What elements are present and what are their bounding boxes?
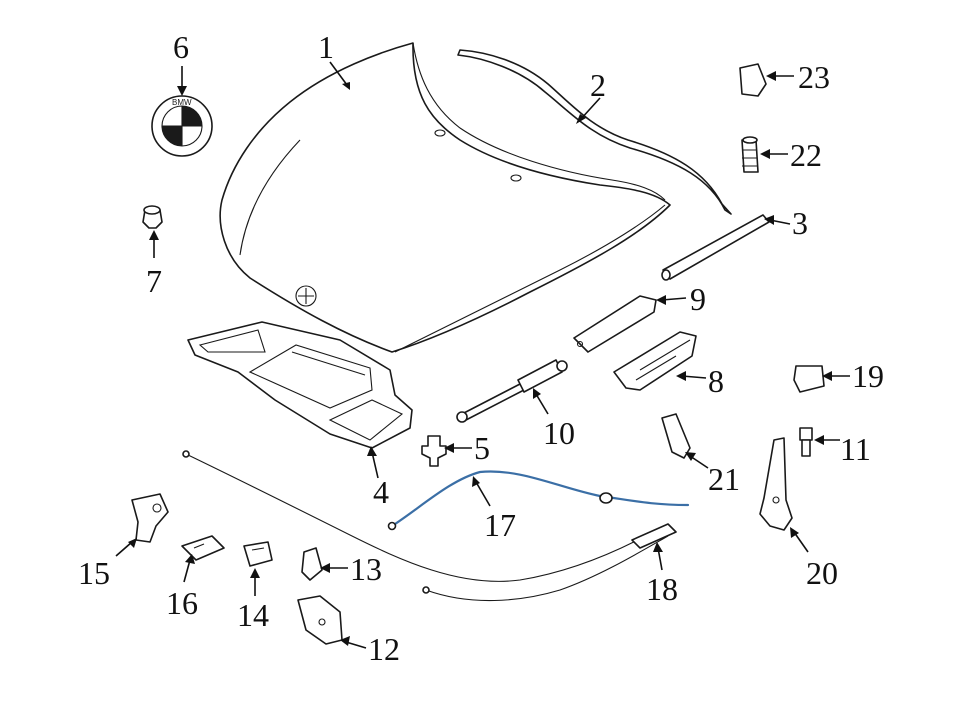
callout-number: 21 — [708, 461, 740, 497]
hood-insulator — [187, 321, 413, 449]
bolt — [799, 427, 813, 457]
hood-latch — [759, 437, 793, 531]
callout-3: 3 — [764, 205, 808, 241]
callout-number: 12 — [368, 631, 400, 667]
cable-clip — [301, 547, 323, 581]
callout-number: 14 — [237, 597, 269, 633]
callout-23: 23 — [766, 59, 830, 95]
callout-number: 4 — [373, 474, 389, 510]
callout-12: 12 — [340, 631, 400, 667]
callout-number: 9 — [690, 281, 706, 317]
callout-number: 1 — [318, 29, 334, 65]
callout-number: 6 — [173, 29, 189, 65]
callout-16: 16 — [166, 554, 198, 621]
emblem-lettering: BMW — [172, 98, 192, 107]
callout-21: 21 — [685, 452, 740, 497]
callout-10: 10 — [533, 388, 575, 451]
callout-22: 22 — [760, 137, 822, 173]
callout-number: 18 — [646, 571, 678, 607]
hood-buffer — [661, 413, 691, 459]
callout-number: 20 — [806, 555, 838, 591]
callout-number: 16 — [166, 585, 198, 621]
callout-15: 15 — [78, 538, 137, 591]
callout-number: 13 — [350, 551, 382, 587]
callout-14: 14 — [237, 568, 269, 633]
callout-5: 5 — [444, 430, 490, 466]
release-handle — [131, 493, 169, 543]
callout-number: 17 — [484, 507, 516, 543]
callout-13: 13 — [320, 551, 382, 587]
callout-number: 3 — [792, 205, 808, 241]
retainer-clip — [793, 365, 825, 393]
callout-6: 6 — [173, 29, 189, 96]
callout-19: 19 — [822, 358, 884, 394]
callout-1: 1 — [318, 29, 350, 90]
callout-2: 2 — [576, 67, 606, 124]
cable-holder — [243, 541, 273, 567]
handle-cover — [181, 535, 225, 561]
hinge-plate — [573, 295, 657, 353]
callout-number: 22 — [790, 137, 822, 173]
rubber-strip — [661, 214, 770, 281]
callout-number: 19 — [852, 358, 884, 394]
callout-number: 23 — [798, 59, 830, 95]
push-clip — [421, 435, 447, 467]
callout-number: 5 — [474, 430, 490, 466]
release-cable — [387, 470, 690, 531]
callout-20: 20 — [790, 527, 838, 591]
callout-9: 9 — [656, 281, 706, 317]
callout-18: 18 — [646, 542, 678, 607]
hood-cable — [182, 450, 677, 602]
small-clip — [739, 63, 767, 97]
callout-17: 17 — [472, 476, 516, 543]
hood-panel — [219, 42, 671, 353]
hood-hinge — [613, 331, 697, 391]
callout-number: 7 — [146, 263, 162, 299]
callout-number: 2 — [590, 67, 606, 103]
callout-7: 7 — [146, 230, 162, 299]
bmw-emblem: BMW — [151, 95, 213, 157]
callout-4: 4 — [367, 446, 389, 510]
callout-number: 8 — [708, 363, 724, 399]
hood-seal — [457, 49, 732, 215]
lower-bracket — [297, 595, 343, 645]
callout-number: 15 — [78, 555, 110, 591]
callout-number: 11 — [840, 431, 871, 467]
grommet — [142, 205, 163, 229]
callout-11: 11 — [814, 431, 871, 467]
adjustable-stop — [741, 136, 759, 173]
gas-strut — [456, 359, 568, 423]
callout-8: 8 — [676, 363, 724, 399]
callout-number: 10 — [543, 415, 575, 451]
